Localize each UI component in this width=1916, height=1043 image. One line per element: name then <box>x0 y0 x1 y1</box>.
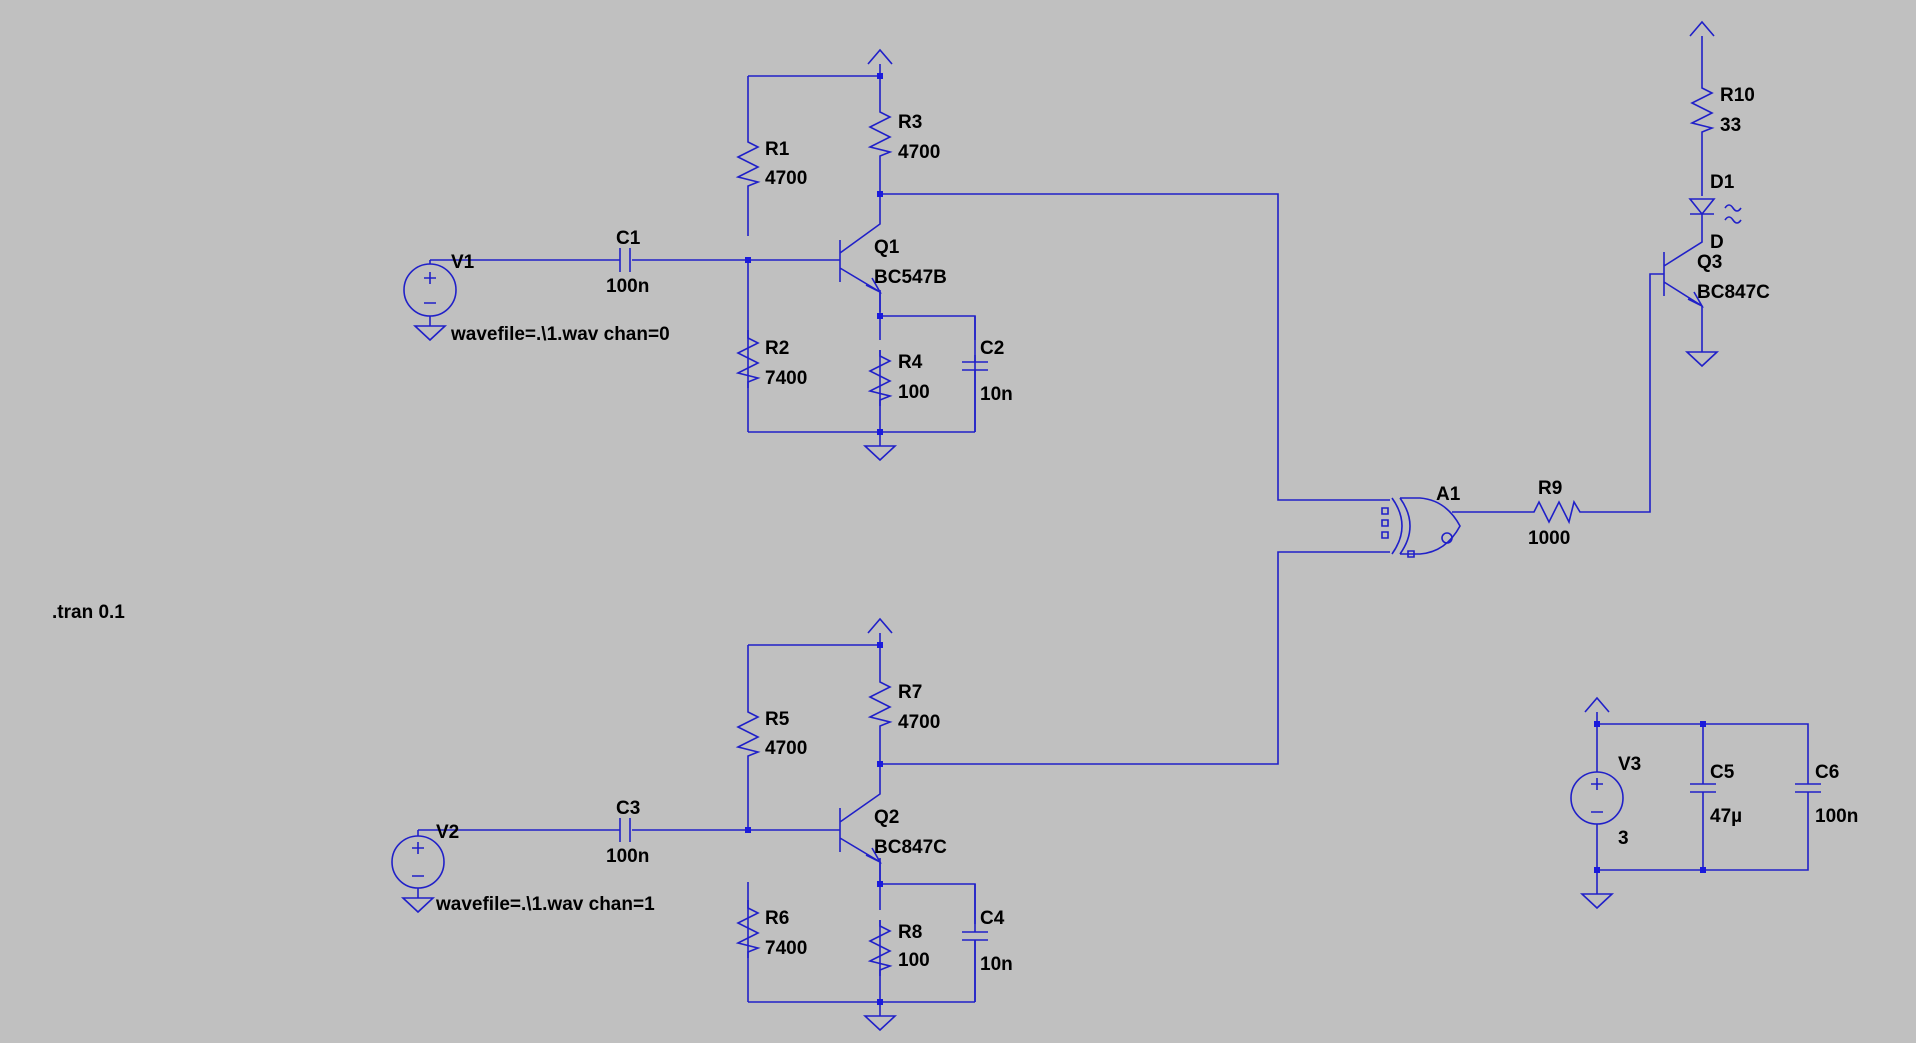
value-r1: 4700 <box>765 168 807 189</box>
voltage-source-v1[interactable] <box>403 263 457 317</box>
label-r9: R9 <box>1538 478 1562 499</box>
resistor-r4[interactable] <box>867 350 893 406</box>
value-c5: 47µ <box>1710 806 1742 827</box>
ground-v1 <box>412 325 448 342</box>
label-r5: R5 <box>765 709 790 730</box>
value-q1: BC547B <box>874 267 947 288</box>
label-c5: C5 <box>1710 762 1735 783</box>
value-v2: wavefile=.\1.wav chan=1 <box>435 894 655 915</box>
ground-3 <box>1579 893 1615 910</box>
label-c4: C4 <box>980 908 1005 929</box>
resistor-r2[interactable] <box>735 330 761 388</box>
value-c1: 100n <box>606 276 649 297</box>
label-q3: Q3 <box>1697 252 1722 273</box>
resistor-r10[interactable] <box>1689 82 1715 142</box>
value-r2: 7400 <box>765 368 807 389</box>
label-r3: R3 <box>898 112 922 133</box>
stage-2 <box>391 617 988 1032</box>
resistor-r6[interactable] <box>735 900 761 958</box>
value-r9: 1000 <box>1528 528 1570 549</box>
plus-sign <box>424 272 436 304</box>
gate-pins <box>1381 507 1415 558</box>
label-c3: C3 <box>616 798 640 819</box>
resistor-r7[interactable] <box>867 676 893 730</box>
value-r10: 33 <box>1720 115 1741 136</box>
value-r8: 100 <box>898 950 930 971</box>
label-v1: V1 <box>451 252 475 273</box>
transistor-q3[interactable] <box>1663 220 1705 352</box>
label-r10: R10 <box>1720 85 1755 106</box>
junctions <box>745 73 1706 1005</box>
resistor-r1[interactable] <box>735 136 761 188</box>
wire <box>880 193 1390 765</box>
output-stage <box>880 20 1742 765</box>
ground-2 <box>862 1015 898 1032</box>
value-v3: 3 <box>1618 828 1629 849</box>
resistor-r8[interactable] <box>867 920 893 976</box>
vcc-flag-2 <box>867 617 893 645</box>
label-v2: V2 <box>436 822 459 843</box>
stage-1 <box>403 48 988 462</box>
transistor-q2[interactable] <box>748 768 883 884</box>
voltage-source-v3[interactable] <box>1570 771 1624 825</box>
spice-directive[interactable]: .tran 0.1 <box>52 602 125 623</box>
supply-stage <box>1570 696 1821 910</box>
label-r7: R7 <box>898 682 922 703</box>
label-r1: R1 <box>765 139 790 160</box>
wire <box>747 75 976 446</box>
label-q1: Q1 <box>874 237 900 258</box>
label-a1: A1 <box>1436 484 1461 505</box>
value-q3: BC847C <box>1697 282 1770 303</box>
value-v1: wavefile=.\1.wav chan=0 <box>450 324 670 345</box>
capacitor-c1[interactable] <box>619 248 631 272</box>
label-r8: R8 <box>898 922 922 943</box>
label-q2: Q2 <box>874 807 899 828</box>
value-c3: 100n <box>606 846 649 867</box>
led-light-icon <box>1724 204 1742 224</box>
wire <box>1452 273 1664 513</box>
label-r6: R6 <box>765 908 789 929</box>
ground-1 <box>862 445 898 462</box>
value-c4: 10n <box>980 954 1013 975</box>
transistor-q1[interactable] <box>748 196 883 312</box>
led-d1[interactable] <box>1688 198 1716 216</box>
capacitor-c6[interactable] <box>1795 783 1821 793</box>
value-q2: BC847C <box>874 837 947 858</box>
value-c2: 10n <box>980 384 1013 405</box>
capacitor-c3[interactable] <box>619 818 631 842</box>
capacitor-c4[interactable] <box>962 931 988 941</box>
value-r3: 4700 <box>898 142 940 163</box>
resistor-r5[interactable] <box>735 706 761 758</box>
value-r4: 100 <box>898 382 930 403</box>
label-v3: V3 <box>1618 754 1641 775</box>
resistor-r9[interactable] <box>1528 499 1584 525</box>
vcc-flag-4 <box>1584 696 1610 724</box>
label-r2: R2 <box>765 338 789 359</box>
label-c1: C1 <box>616 228 641 249</box>
plus-sign <box>412 842 424 877</box>
value-d1: D <box>1710 232 1724 253</box>
value-r5: 4700 <box>765 738 807 759</box>
value-r7: 4700 <box>898 712 940 733</box>
label-c6: C6 <box>1815 762 1839 783</box>
capacitor-c5[interactable] <box>1690 783 1716 793</box>
value-c6: 100n <box>1815 806 1858 827</box>
plus-sign <box>1591 778 1603 813</box>
ground-v2 <box>400 897 436 914</box>
gate-bubble <box>1441 532 1453 544</box>
xnor-gate-a1[interactable] <box>1391 497 1461 555</box>
label-d1: D1 <box>1710 172 1735 193</box>
label-c2: C2 <box>980 338 1004 359</box>
vcc-flag-1 <box>867 48 893 76</box>
label-r4: R4 <box>898 352 923 373</box>
ground-q3 <box>1684 351 1720 368</box>
vcc-flag-3 <box>1689 20 1715 82</box>
value-r6: 7400 <box>765 938 807 959</box>
resistor-r3[interactable] <box>867 106 893 158</box>
